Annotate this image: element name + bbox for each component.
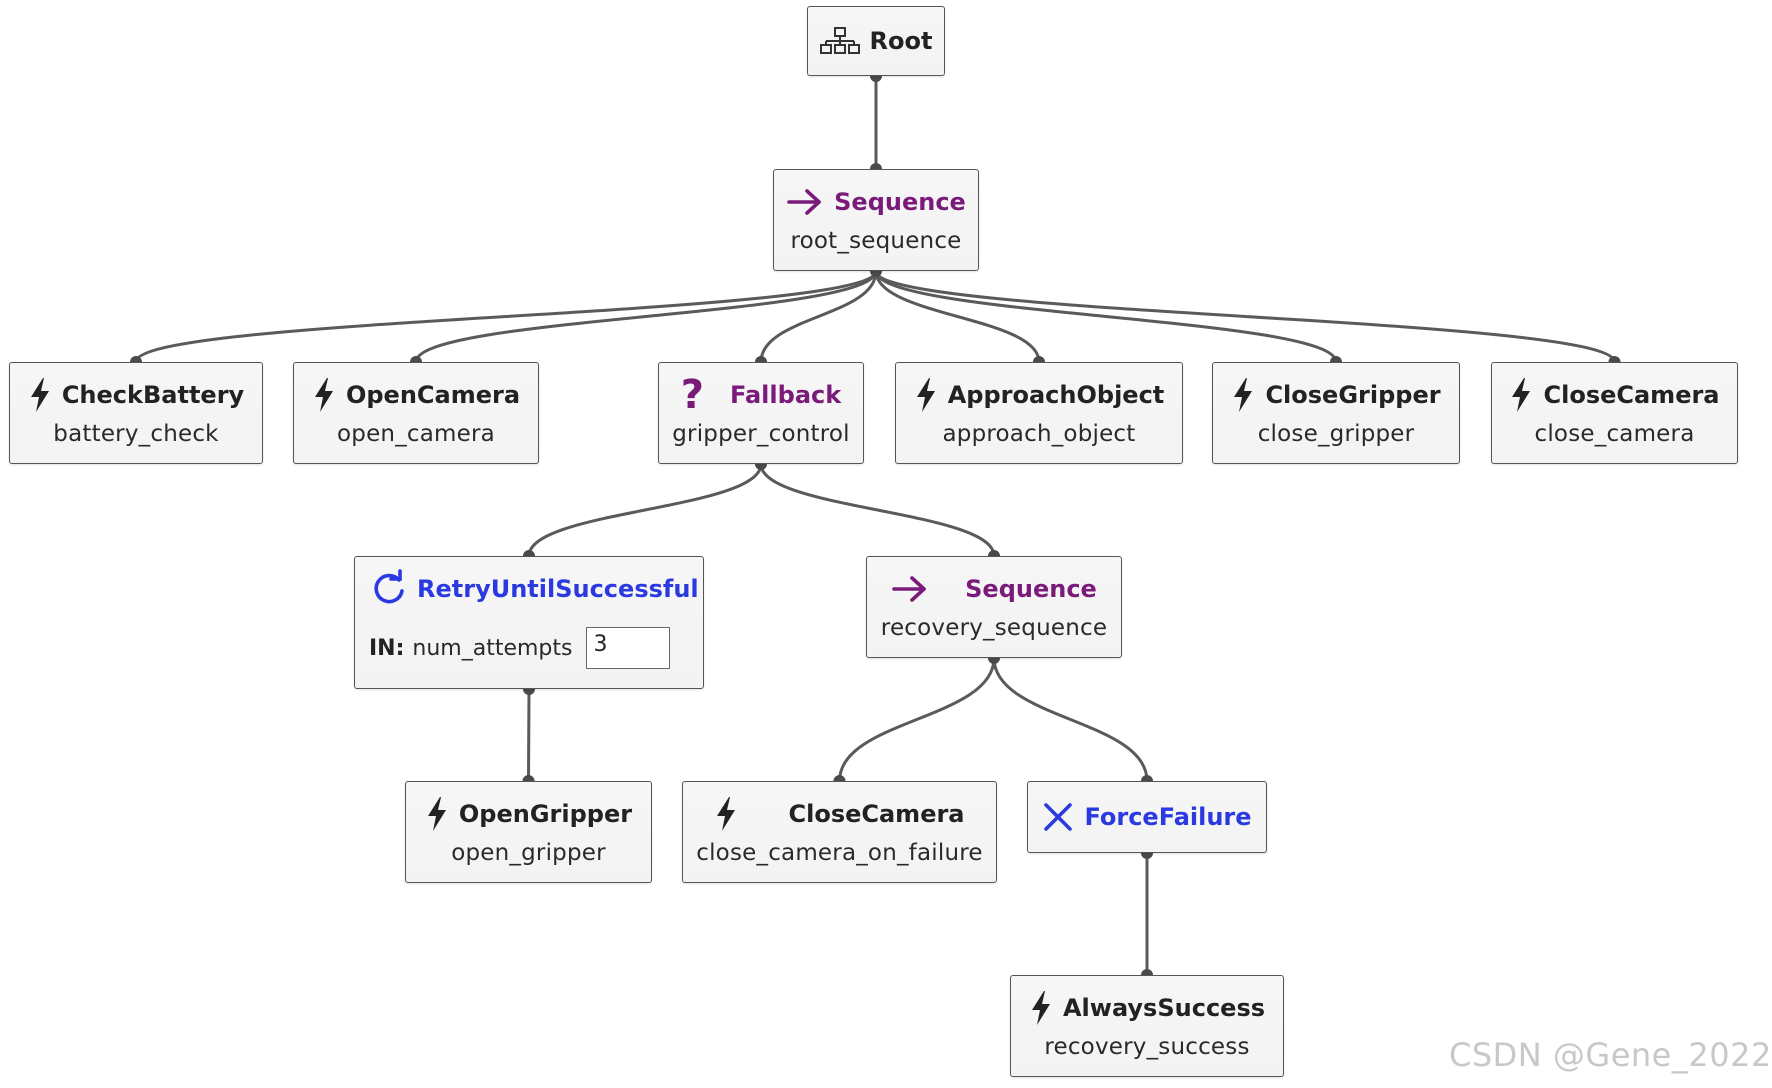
edge-fallback-to-retry bbox=[527, 463, 763, 557]
num-attempts-input[interactable]: 3 bbox=[586, 627, 671, 669]
node-type-label: Sequence bbox=[965, 575, 1097, 603]
node-instance-name: close_camera bbox=[1534, 421, 1695, 447]
refresh-icon bbox=[371, 569, 407, 607]
node-type-label: AlwaysSuccess bbox=[1062, 994, 1266, 1022]
action-node-check-battery[interactable]: CheckBattery battery_check bbox=[9, 362, 263, 464]
x-icon bbox=[1042, 801, 1074, 833]
edge-recovery_sequence-to-close_camera_on_failure bbox=[838, 657, 996, 782]
lightning-icon bbox=[914, 377, 938, 413]
edge-root_sequence-to-open_camera bbox=[414, 270, 878, 363]
port-name-label: num_attempts bbox=[412, 635, 573, 661]
fallback-node[interactable]: ? Fallback gripper_control bbox=[658, 362, 864, 464]
node-type-label: Fallback bbox=[730, 381, 842, 409]
retry-until-successful-node[interactable]: RetryUntilSuccessful IN: num_attempts 3 bbox=[354, 556, 704, 689]
lightning-icon bbox=[714, 796, 738, 832]
node-instance-name: close_camera_on_failure bbox=[696, 840, 983, 866]
sequence-node-recovery[interactable]: Sequence recovery_sequence bbox=[866, 556, 1122, 658]
force-failure-node[interactable]: ForceFailure bbox=[1027, 781, 1267, 853]
node-instance-name: open_gripper bbox=[451, 840, 606, 866]
node-type-label: RetryUntilSuccessful bbox=[417, 575, 699, 603]
lightning-icon bbox=[425, 796, 449, 832]
node-type-label: CloseCamera bbox=[788, 800, 965, 828]
action-node-close-camera-on-failure[interactable]: CloseCamera close_camera_on_failure bbox=[682, 781, 997, 883]
edge-root_sequence-to-fallback bbox=[759, 270, 878, 363]
node-instance-name: approach_object bbox=[942, 421, 1136, 447]
edge-recovery_sequence-to-force_failure bbox=[992, 657, 1149, 782]
action-node-open-camera[interactable]: OpenCamera open_camera bbox=[293, 362, 539, 464]
port-row: IN: num_attempts 3 bbox=[369, 627, 671, 669]
node-type-label: CloseCamera bbox=[1543, 381, 1720, 409]
node-type-label: CloseGripper bbox=[1265, 381, 1441, 409]
node-instance-name: recovery_success bbox=[1044, 1034, 1250, 1060]
edge-root_sequence-to-check_battery bbox=[134, 270, 878, 363]
lightning-icon bbox=[312, 377, 336, 413]
lightning-icon bbox=[1509, 377, 1533, 413]
action-node-close-camera[interactable]: CloseCamera close_camera bbox=[1491, 362, 1738, 464]
node-type-label: ApproachObject bbox=[947, 381, 1165, 409]
node-type-label: Sequence bbox=[834, 188, 966, 216]
edge-root_sequence-to-approach_object bbox=[874, 270, 1041, 363]
node-type-label: OpenGripper bbox=[458, 800, 633, 828]
lightning-icon bbox=[1029, 990, 1053, 1026]
node-type-label: CheckBattery bbox=[61, 381, 245, 409]
node-instance-name: gripper_control bbox=[672, 421, 850, 447]
root-node[interactable]: Root bbox=[807, 6, 945, 76]
node-type-label: Root bbox=[869, 27, 933, 55]
node-instance-name: recovery_sequence bbox=[880, 615, 1108, 641]
sequence-node-root[interactable]: Sequence root_sequence bbox=[773, 169, 979, 271]
node-instance-name: close_gripper bbox=[1257, 421, 1415, 447]
watermark: CSDN @Gene_2022 bbox=[1449, 1036, 1772, 1074]
arrow-right-icon bbox=[786, 187, 824, 217]
edge-root_sequence-to-close_gripper bbox=[874, 270, 1338, 363]
node-instance-name: root_sequence bbox=[790, 228, 962, 254]
edge-fallback-to-recovery_sequence bbox=[759, 463, 996, 557]
arrow-right-icon bbox=[891, 574, 929, 604]
tree-structure-icon bbox=[819, 26, 860, 56]
node-instance-name: open_camera bbox=[337, 421, 495, 447]
node-type-label: ForceFailure bbox=[1084, 803, 1252, 831]
node-instance-name: battery_check bbox=[53, 421, 219, 447]
edge-retry-to-open_gripper bbox=[527, 688, 531, 782]
action-node-approach-object[interactable]: ApproachObject approach_object bbox=[895, 362, 1183, 464]
port-direction-label: IN: bbox=[369, 635, 405, 661]
lightning-icon bbox=[1231, 377, 1255, 413]
action-node-always-success[interactable]: AlwaysSuccess recovery_success bbox=[1010, 975, 1284, 1077]
lightning-icon bbox=[28, 377, 52, 413]
question-mark-icon: ? bbox=[680, 372, 704, 418]
node-type-label: OpenCamera bbox=[345, 381, 521, 409]
edge-root_sequence-to-close_camera bbox=[874, 270, 1616, 363]
action-node-close-gripper[interactable]: CloseGripper close_gripper bbox=[1212, 362, 1460, 464]
action-node-open-gripper[interactable]: OpenGripper open_gripper bbox=[405, 781, 652, 883]
